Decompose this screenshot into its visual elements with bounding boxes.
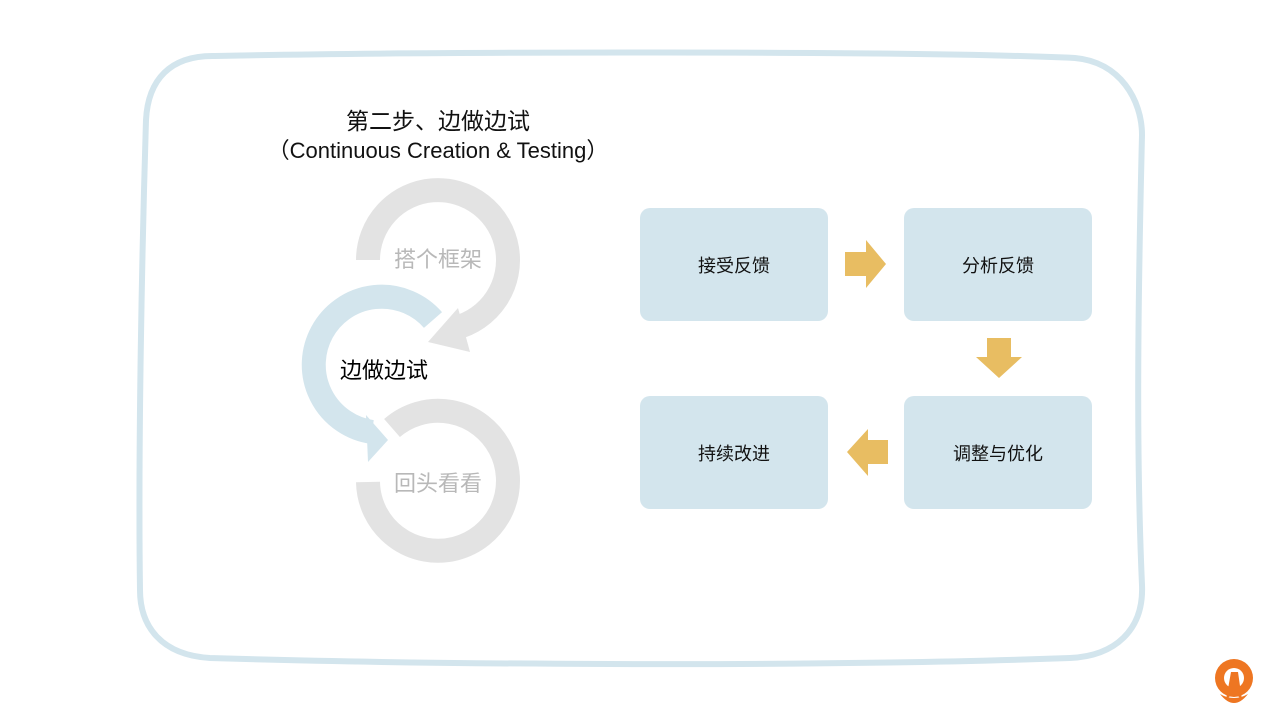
flow-box-adjust-optimize: 调整与优化 — [904, 396, 1092, 509]
slide-subtitle: （Continuous Creation & Testing） — [267, 138, 609, 163]
cycle-bottom-label: 回头看看 — [393, 472, 483, 497]
middle-ring-arc — [301, 284, 443, 444]
flow-box-label: 调整与优化 — [953, 443, 1043, 465]
cycle-middle-label: 边做边试 — [339, 359, 429, 384]
flow-box-analyze-feedback: 分析反馈 — [904, 208, 1092, 321]
arrow-down-icon — [976, 338, 1022, 378]
flow-box-continuous-improve: 持续改进 — [640, 396, 828, 509]
logo-icon — [1215, 659, 1253, 703]
top-ring-arc — [356, 178, 520, 340]
slide-title: 第二步、边做边试 — [346, 109, 530, 135]
flow-box-label: 分析反馈 — [962, 255, 1034, 277]
flow-box-label: 持续改进 — [698, 443, 770, 465]
bottom-ring-arc — [356, 398, 520, 563]
cycle-top-label: 搭个框架 — [393, 248, 483, 273]
flow-box-label: 接受反馈 — [698, 255, 770, 277]
arrow-right-icon — [845, 240, 886, 288]
top-ring-arrowhead — [428, 308, 470, 352]
frame-border — [136, 49, 1146, 668]
arrow-left-icon — [847, 429, 888, 476]
flow-box-receive-feedback: 接受反馈 — [640, 208, 828, 321]
middle-ring-arrowhead — [366, 415, 388, 462]
